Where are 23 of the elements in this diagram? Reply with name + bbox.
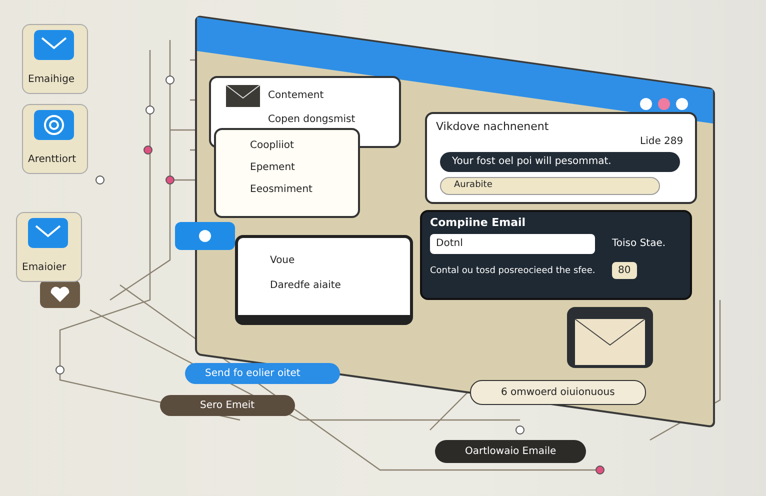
list-item-text: Coopliiot	[250, 140, 294, 151]
toggle-button: 80	[612, 262, 637, 279]
list-item-text: Eeosmiment	[250, 184, 312, 195]
card-heading: Vikdove nachnenent	[436, 120, 549, 133]
label-text: Lide 289	[640, 136, 684, 147]
send-button: Send fo eolier oitet	[185, 363, 340, 384]
icon-label: Emaihige	[28, 74, 75, 85]
list-item-text: Epement	[250, 162, 295, 173]
field-label: Copen dongsmist	[268, 114, 356, 125]
field-label: Daredfe aiaite	[270, 280, 341, 291]
field-text: Dotnl	[436, 238, 463, 249]
icon-label: Arenttiort	[28, 154, 76, 165]
field-text: Aurabite	[454, 180, 492, 190]
send-button: Sero Emeit	[160, 395, 295, 416]
body-text: Contal ou tosd posreocieed the sfee.	[430, 266, 596, 276]
icon-label: Emaioier	[22, 262, 66, 273]
field-label: Contement	[268, 90, 324, 101]
label-text: Toiso Stae.	[612, 238, 666, 249]
field-label: Voue	[270, 255, 295, 266]
send-button: Oartlowaio Emaile	[435, 440, 586, 463]
message-text: Your fost oel poi will pesommat.	[452, 156, 612, 167]
panel-heading: Compiine Email	[430, 216, 526, 229]
option-button: 6 omwoerd oiuionuous	[470, 380, 646, 405]
